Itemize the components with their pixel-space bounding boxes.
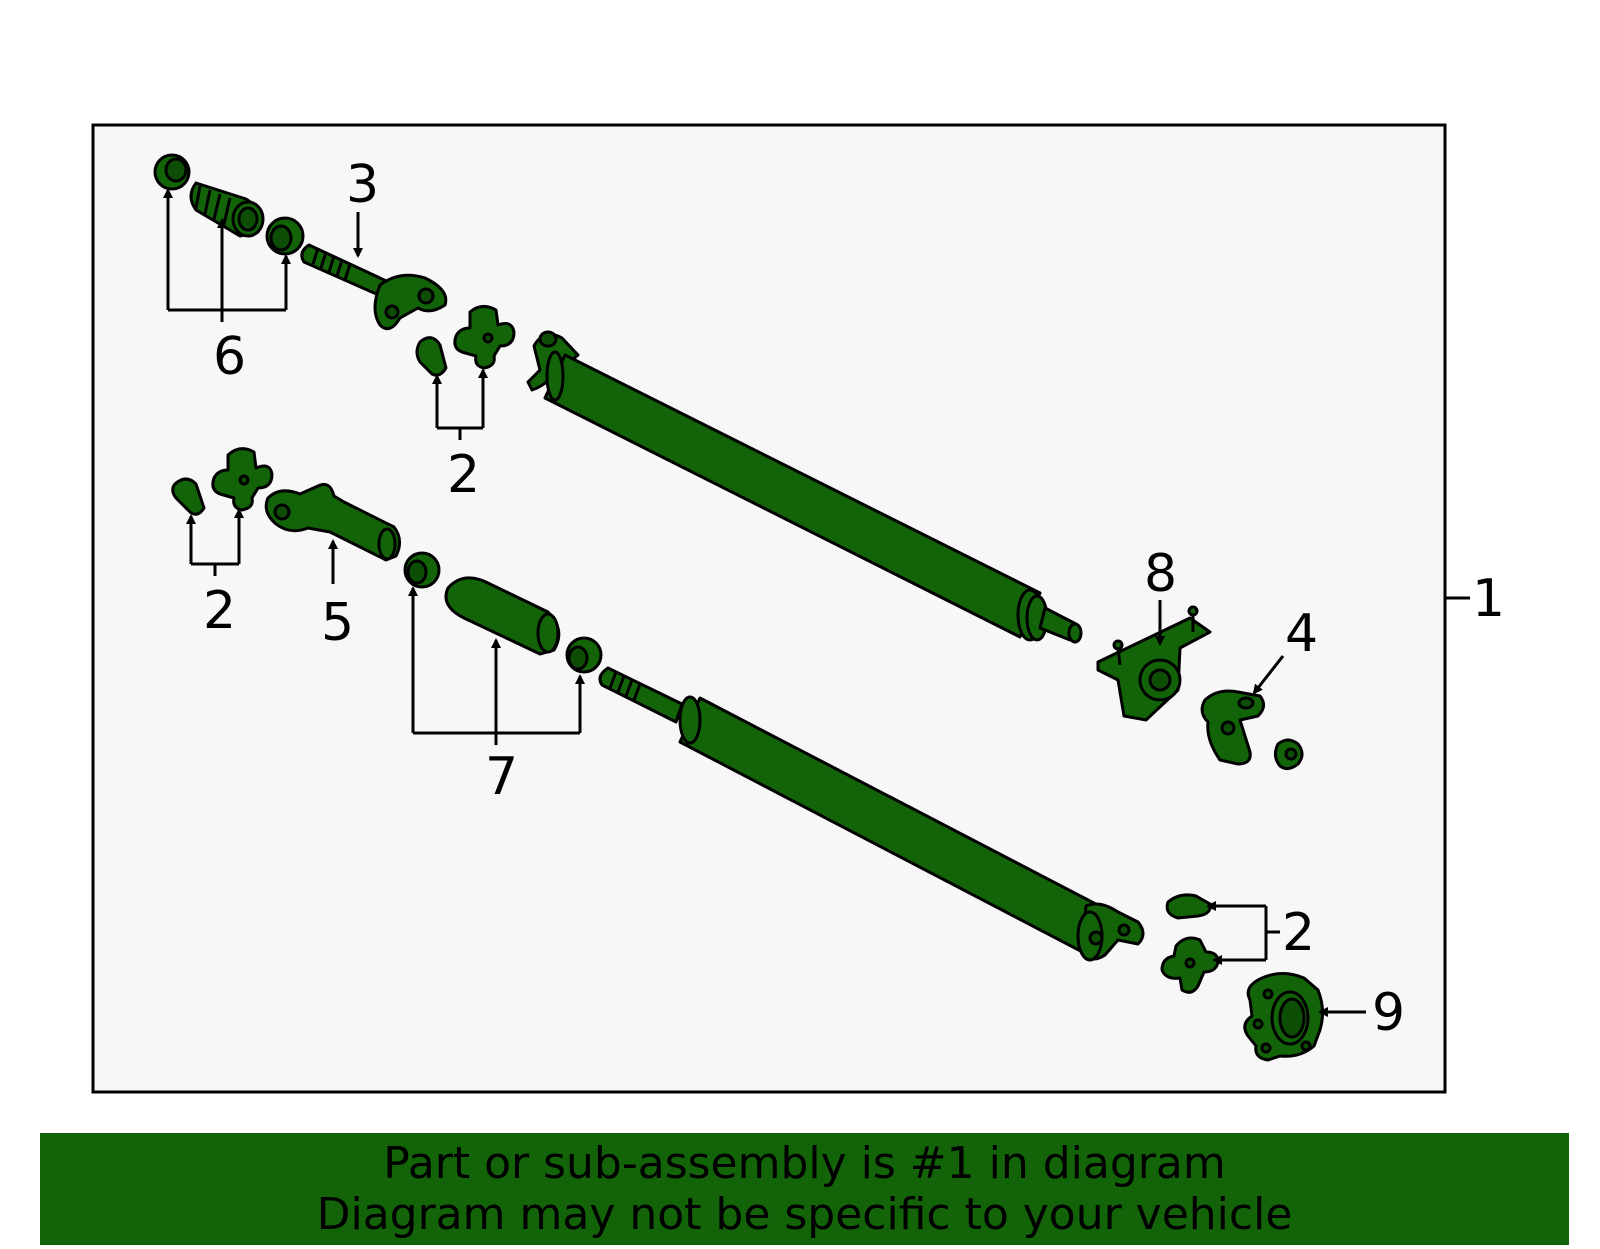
callout-3: 3 xyxy=(346,155,379,215)
companion-flange-part xyxy=(1200,689,1265,766)
rear-u-joint-cross-part xyxy=(1160,936,1220,994)
stub-yoke-part xyxy=(264,482,401,562)
disclaimer-banner: Part or sub-assembly is #1 in diagram Di… xyxy=(40,1133,1569,1245)
callout-7: 7 xyxy=(485,747,518,807)
lower-boot-clamp-large-part xyxy=(565,636,603,674)
diagram-panel xyxy=(91,123,1447,1094)
boot-clamp-large-part xyxy=(265,216,305,256)
rear-flange-part xyxy=(1243,972,1325,1062)
u-joint-cross-part xyxy=(453,305,516,370)
callout-9: 9 xyxy=(1372,983,1405,1043)
lower-driveshaft-part xyxy=(598,666,1145,962)
lower-boot-part xyxy=(444,576,561,656)
callout-6: 6 xyxy=(213,327,246,387)
callout-2-upper: 2 xyxy=(447,445,480,505)
callout-4: 4 xyxy=(1285,604,1318,664)
callout-2-left: 2 xyxy=(203,581,236,641)
flange-nut-part xyxy=(1273,738,1304,771)
slip-yoke-part xyxy=(300,243,448,331)
lower-boot-clamp-small-part xyxy=(403,551,441,589)
lower-u-joint-cap-part xyxy=(171,477,206,516)
lower-u-joint-cross-part xyxy=(211,447,274,512)
banner-line-2: Diagram may not be specific to your vehi… xyxy=(316,1189,1293,1240)
callout-1: 1 xyxy=(1472,569,1505,629)
callout-2-lower: 2 xyxy=(1282,903,1315,963)
callout-8: 8 xyxy=(1144,544,1177,604)
boot-part xyxy=(189,181,265,238)
center-support-bearing-part xyxy=(1096,605,1212,722)
callout-5: 5 xyxy=(321,593,354,653)
boot-clamp-small-part xyxy=(153,153,191,191)
rear-u-joint-cap-part xyxy=(1165,893,1212,920)
banner-line-1: Part or sub-assembly is #1 in diagram xyxy=(383,1138,1226,1189)
upper-driveshaft-part xyxy=(526,330,1083,644)
